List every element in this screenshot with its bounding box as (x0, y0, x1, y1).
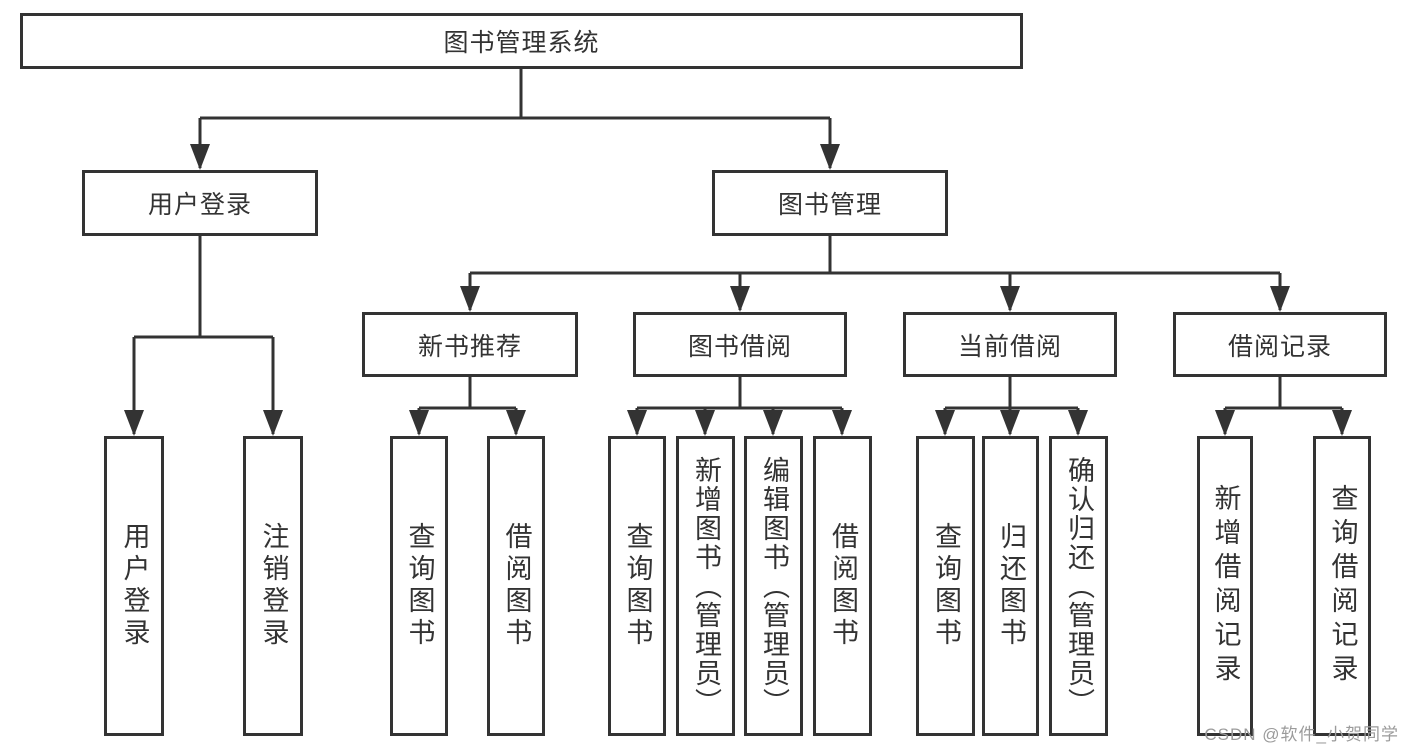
leaf-node-query-books-current: 查询图书 (916, 436, 975, 736)
leaf-node-edit-books-admin: 编辑图书（管理员） (744, 436, 803, 736)
leaf-node-borrow-books-recommend: 借阅图书 (487, 436, 545, 736)
csdn-watermark: CSDN @软件_小贺同学 (1204, 725, 1399, 744)
module-node-book-borrow: 图书借阅 (633, 312, 847, 377)
leaf-node-add-borrow-record: 新增借阅记录 (1197, 436, 1253, 736)
leaf-node-borrow-books: 借阅图书 (813, 436, 872, 736)
leaf-node-add-books-admin: 新增图书（管理员） (676, 436, 735, 736)
branch-node-book-management: 图书管理 (712, 170, 948, 236)
leaf-node-logout: 注销登录 (243, 436, 303, 736)
leaf-node-user-login: 用户登录 (104, 436, 164, 736)
leaf-node-query-borrow-record: 查询借阅记录 (1313, 436, 1371, 736)
module-node-new-book-recommend: 新书推荐 (362, 312, 578, 377)
root-node-system-title: 图书管理系统 (20, 13, 1023, 69)
leaf-node-query-books-borrow: 查询图书 (608, 436, 666, 736)
leaf-node-query-books-recommend: 查询图书 (390, 436, 448, 736)
module-node-borrow-records: 借阅记录 (1173, 312, 1387, 377)
branch-node-user-login: 用户登录 (82, 170, 318, 236)
module-node-current-borrow: 当前借阅 (903, 312, 1117, 377)
leaf-node-return-books: 归还图书 (982, 436, 1039, 736)
leaf-node-confirm-return-admin: 确认归还（管理员） (1049, 436, 1108, 736)
